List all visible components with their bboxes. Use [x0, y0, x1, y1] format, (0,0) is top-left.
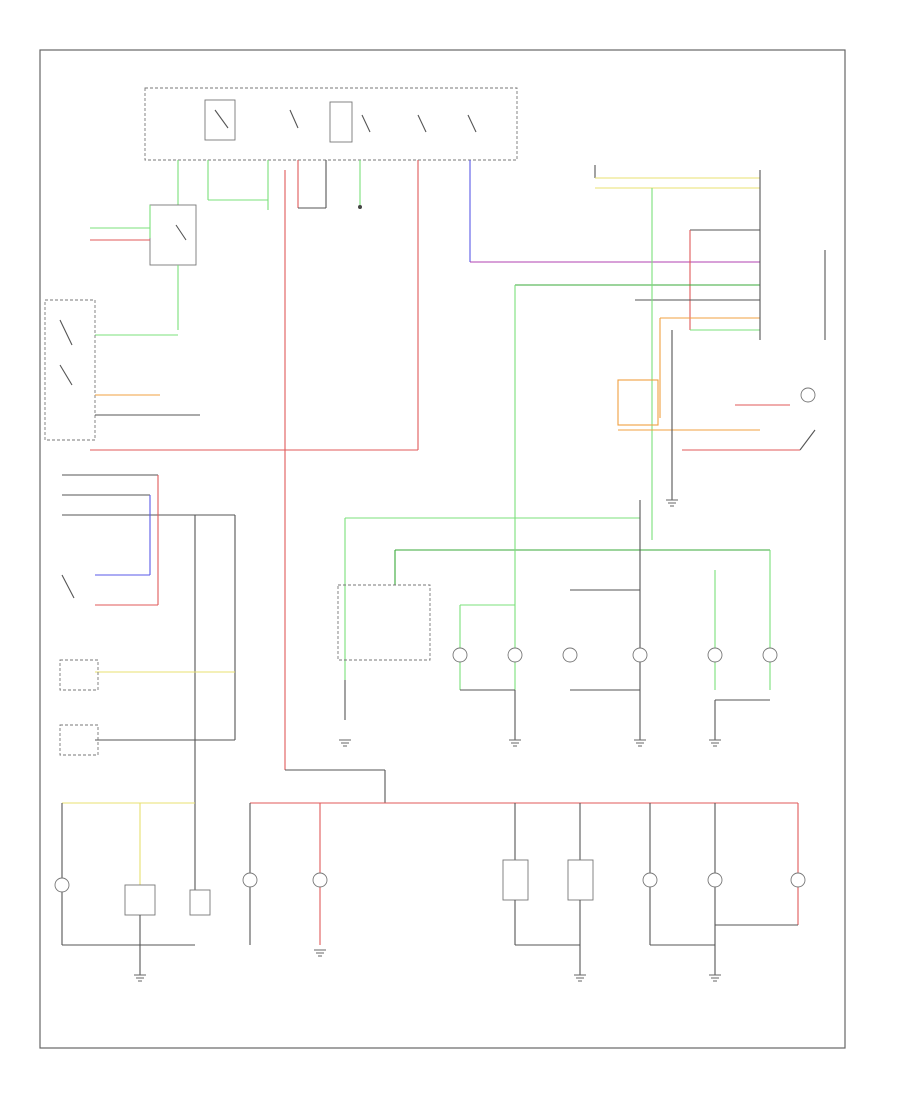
combination-meter: [337, 584, 431, 747]
ground-9: [709, 974, 721, 982]
lamp-bottom-1: [242, 872, 258, 888]
red-bus-main: [90, 170, 798, 804]
green-distribution: [344, 285, 771, 690]
lamp-bottom-7: [790, 872, 806, 888]
lamp-ind-2: [507, 647, 523, 663]
ground-7: [314, 949, 326, 957]
ground-8: [574, 974, 586, 982]
lamp-ind-5: [707, 647, 723, 663]
bottom-lamps-row: [242, 803, 806, 982]
fuse-relay-box: [144, 87, 518, 161]
lamp-module-1: [124, 884, 156, 916]
lamp-ind-6: [762, 647, 778, 663]
lamp-bottom-4: [567, 859, 594, 901]
dimmer-lamp: [800, 387, 816, 403]
ground-4: [509, 739, 521, 747]
diagram-frame: [39, 49, 846, 1049]
lamp-ind-1: [452, 647, 468, 663]
ground-1: [134, 974, 146, 982]
ground-2: [666, 499, 678, 507]
lower-left-lamps: [54, 802, 211, 982]
lamp-ind-3: [562, 647, 578, 663]
left-control-module: [59, 474, 236, 890]
right-connectors: [515, 165, 826, 540]
lamp-left-1: [54, 877, 70, 893]
lamp-bottom-5: [642, 872, 658, 888]
lamp-bottom-3: [502, 859, 529, 901]
fuse-box-outputs: [177, 160, 760, 450]
ground-5: [634, 739, 646, 747]
ground-6: [709, 739, 721, 747]
lamp-ind-4: [632, 647, 648, 663]
lamp-bottom-6: [707, 872, 723, 888]
dimmer-module: [617, 318, 816, 507]
lamp-bottom-2: [312, 872, 328, 888]
indicator-lamps-row: [452, 647, 778, 747]
light-switch-block: [44, 299, 200, 441]
lamp-module-2: [189, 889, 211, 916]
ground-3: [339, 739, 351, 747]
hazard-switch-group: [90, 204, 197, 336]
